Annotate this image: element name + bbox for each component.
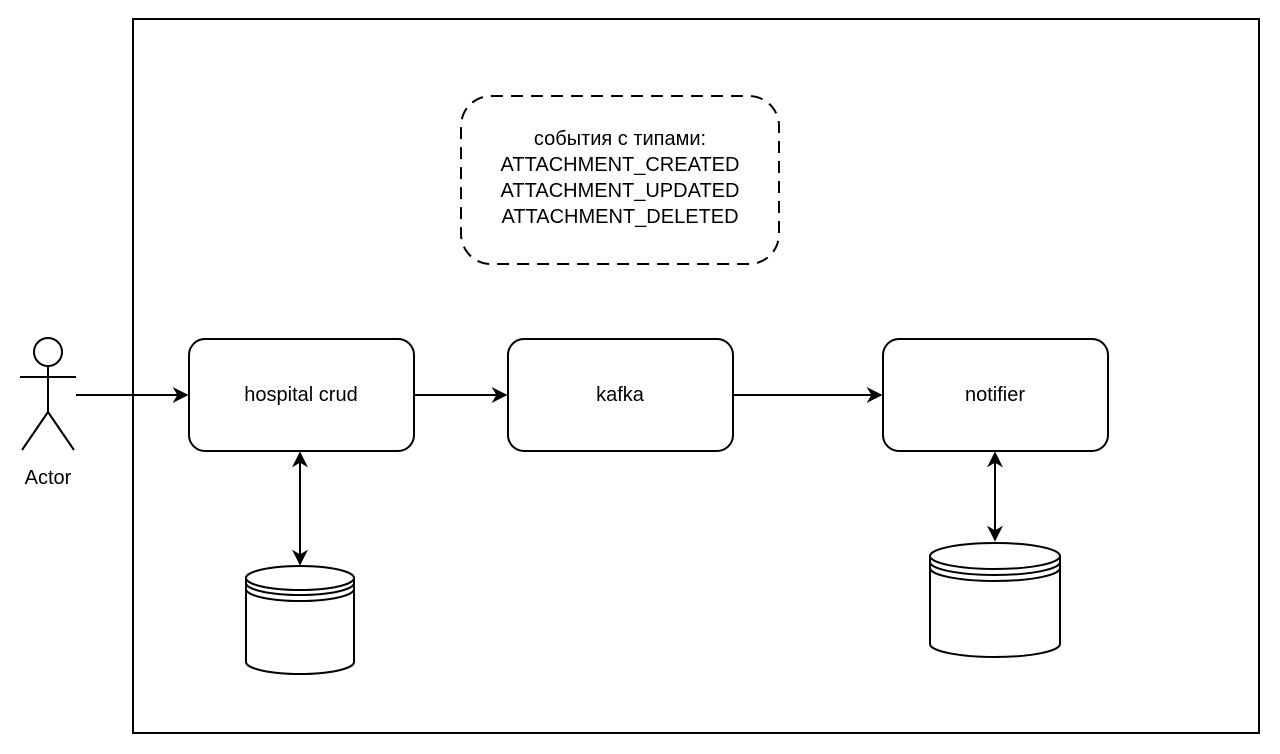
actor-head-icon — [33, 337, 63, 367]
node-kafka-label: kafka — [596, 384, 645, 406]
note-line-deleted: ATTACHMENT_DELETED — [501, 206, 738, 228]
actor-left-leg — [21, 411, 49, 451]
note-box — [460, 95, 780, 265]
actor-right-leg — [47, 411, 75, 451]
node-hospital-crud-label: hospital crud — [244, 384, 357, 406]
actor — [20, 337, 76, 451]
node-kafka[interactable]: kafka — [507, 338, 734, 452]
database-hospital-crud-icon — [245, 565, 355, 675]
actor-label: Actor — [25, 467, 72, 489]
note-line-title: события с типами: — [534, 128, 706, 150]
node-notifier-label: notifier — [965, 384, 1025, 406]
note-line-updated: ATTACHMENT_UPDATED — [501, 180, 740, 202]
node-notifier[interactable]: notifier — [882, 338, 1109, 452]
event-types-note: события с типами: ATTACHMENT_CREATED ATT… — [460, 95, 780, 265]
database-notifier-icon — [929, 542, 1061, 658]
node-hospital-crud[interactable]: hospital crud — [188, 338, 415, 452]
note-line-created: ATTACHMENT_CREATED — [501, 154, 740, 176]
